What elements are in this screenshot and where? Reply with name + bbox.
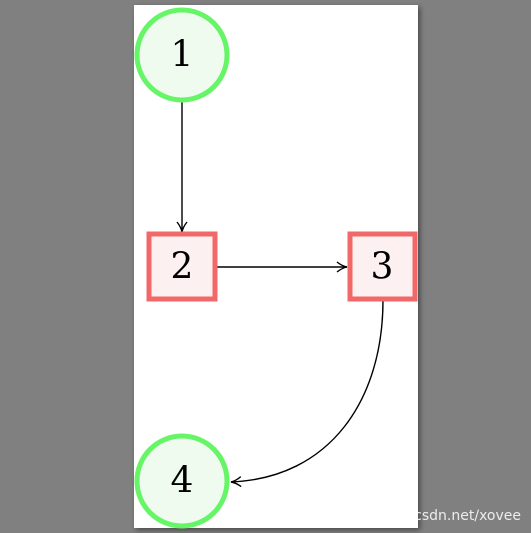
node-4-circle <box>134 433 230 529</box>
node-3-label: 3 <box>371 247 394 288</box>
node-3-box <box>347 231 418 302</box>
node-2: 2 <box>146 231 218 302</box>
node-2-label: 2 <box>171 247 194 288</box>
node-4: 4 <box>134 433 230 529</box>
node-1-circle <box>134 7 230 103</box>
node-2-box <box>146 231 218 302</box>
node-1-label: 1 <box>171 35 194 76</box>
node-3: 3 <box>347 231 418 302</box>
node-1: 1 <box>134 7 230 103</box>
watermark-text: https://blog.csdn.net/xovee <box>329 508 521 524</box>
node-4-label: 4 <box>171 461 194 502</box>
edge-3-to-4 <box>230 299 384 488</box>
